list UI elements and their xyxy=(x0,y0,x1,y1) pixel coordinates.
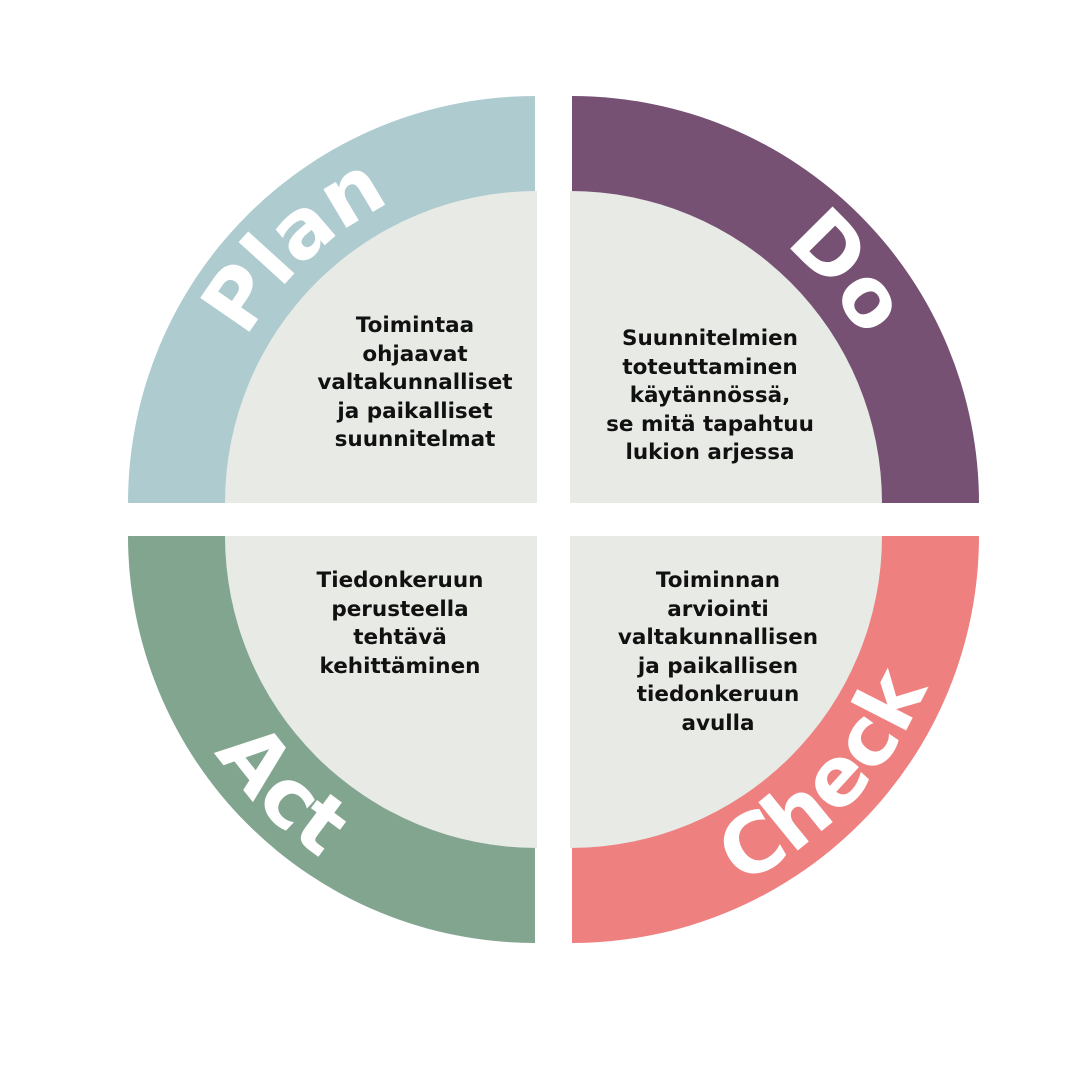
check-inner xyxy=(570,536,882,848)
do-description: Suunnitelmien toteuttaminen käytännössä,… xyxy=(560,325,860,468)
check-line: ja paikallisen xyxy=(637,653,799,679)
act-line: tehtävä xyxy=(353,625,447,650)
do-line: lukion arjessa xyxy=(625,440,795,465)
plan-inner xyxy=(225,191,537,503)
act-inner xyxy=(225,536,537,848)
act-line: Tiedonkeruun xyxy=(316,568,484,593)
check-line: tiedonkeruun xyxy=(636,682,800,707)
do-inner xyxy=(570,191,882,503)
plan-description: Toimintaa ohjaavat valtakunnalliset ja p… xyxy=(265,312,565,455)
do-line: toteuttaminen xyxy=(622,354,798,380)
check-line: arviointi xyxy=(667,596,769,622)
plan-line: suunnitelmat xyxy=(334,427,496,452)
plan-line: ja paikalliset xyxy=(337,398,493,424)
plan-line: ohjaavat xyxy=(362,341,468,367)
do-line: se mitä tapahtuu xyxy=(606,411,814,437)
act-description: Tiedonkeruun perusteella tehtävä kehittä… xyxy=(250,567,550,681)
act-line: perusteella xyxy=(331,596,469,622)
check-line: Toiminnan xyxy=(655,568,781,593)
check-line: avulla xyxy=(681,710,755,736)
check-description: Toiminnan arviointi valtakunnallisen ja … xyxy=(568,567,868,738)
plan-line: Toimintaa xyxy=(355,313,475,338)
do-line: Suunnitelmien xyxy=(622,326,798,351)
check-line: valtakunnallisen xyxy=(617,625,819,650)
act-line: kehittäminen xyxy=(319,653,481,679)
do-line: käytännössä, xyxy=(629,383,791,408)
plan-line: valtakunnalliset xyxy=(317,370,513,395)
